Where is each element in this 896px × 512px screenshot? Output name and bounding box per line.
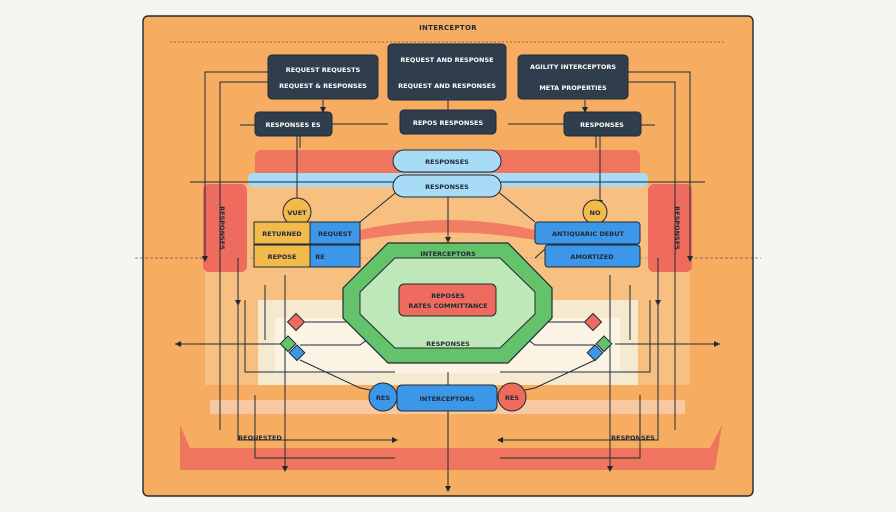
second-center-box xyxy=(399,109,497,135)
left-side-label: RESPONSES xyxy=(218,206,226,250)
top-center-box xyxy=(387,43,507,101)
left-panel-row1-a: RETURNED xyxy=(262,230,302,238)
second-right-box xyxy=(563,111,642,137)
right-panel-row2 xyxy=(544,244,641,268)
second-left-box xyxy=(254,111,333,137)
right-panel-row2-label: AMORTIZED xyxy=(570,253,614,261)
left-panel-cell-2b xyxy=(309,244,361,268)
top-right-line1: AGILITY INTERCEPTORS xyxy=(530,63,616,71)
right-top-circle-label: NO xyxy=(590,209,601,217)
top-left-line1: REQUEST REQUESTS xyxy=(286,66,361,74)
footer-right-label: RESPONSES xyxy=(611,434,655,442)
upper-pill-label: RESPONSES xyxy=(425,158,469,166)
left-panel-row2-b: RE xyxy=(315,253,324,261)
diagram-title: INTERCEPTOR xyxy=(419,24,477,32)
right-bottom-circle xyxy=(497,382,527,412)
top-center-line2: REQUEST AND RESPONSES xyxy=(398,82,496,90)
top-right-line2: META PROPERTIES xyxy=(539,84,607,92)
left-green-diamond xyxy=(279,335,297,353)
right-blue-diamond xyxy=(586,344,604,362)
left-top-circle-label: VUET xyxy=(287,209,307,217)
core-center-line1: REPOSES xyxy=(431,292,465,300)
footer-left-label: REQUESTED xyxy=(238,434,282,442)
right-green-diamond xyxy=(595,335,613,353)
upper-pill xyxy=(392,149,502,173)
left-panel-cell-1b xyxy=(309,221,361,245)
right-side-bar xyxy=(648,184,692,272)
left-panel-row1-b: REQUEST xyxy=(318,230,352,238)
second-right-label: RESPONSES xyxy=(580,121,624,129)
left-bottom-circle-label: RES xyxy=(376,394,390,402)
top-center-line1: REQUEST AND RESPONSE xyxy=(400,56,493,64)
top-right-box xyxy=(517,54,629,100)
right-panel-row1 xyxy=(534,221,641,245)
bottom-interceptors-label: INTERCEPTORS xyxy=(419,395,475,403)
second-left-label: RESPONSES ES xyxy=(265,121,320,129)
right-side-label: RESPONSES xyxy=(673,206,681,250)
lower-pill-label: RESPONSES xyxy=(425,183,469,191)
right-panel-row1-label: ANTIQUARIC DEBUT xyxy=(552,230,624,238)
top-left-line2: REQUEST & RESPONSES xyxy=(279,82,367,90)
bottom-interceptors-box xyxy=(396,384,498,412)
left-blue-diamond xyxy=(288,344,306,362)
second-center-label: REPOS RESPONSES xyxy=(413,119,484,127)
core-ring-top-label: INTERCEPTORS xyxy=(420,250,476,258)
core-center-line2: RATES COMMITTANCE xyxy=(408,302,487,310)
bottom-red-band xyxy=(180,425,722,470)
left-panel-row2-a: REPOSE xyxy=(268,253,297,261)
core-ring-bottom-label: RESPONSES xyxy=(426,340,470,348)
left-red-diamond xyxy=(286,312,306,332)
lower-pill xyxy=(392,174,502,198)
right-red-diamond xyxy=(583,312,603,332)
right-bottom-circle-label: RES xyxy=(505,394,519,402)
left-side-bar xyxy=(203,184,247,272)
top-left-box xyxy=(267,54,379,100)
core-center-box xyxy=(398,283,497,317)
